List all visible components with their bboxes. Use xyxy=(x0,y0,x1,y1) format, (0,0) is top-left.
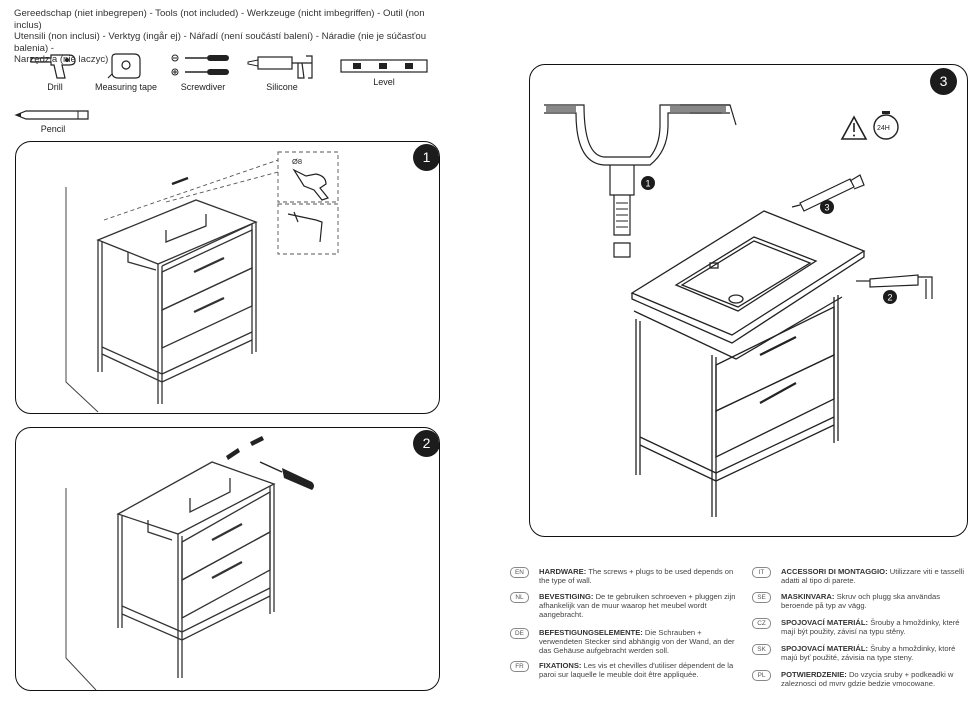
silicone-gun-icon xyxy=(247,55,313,79)
pencil-icon xyxy=(14,110,89,120)
timer-label: 24H xyxy=(877,125,890,132)
language-code-badge: PL xyxy=(752,670,771,681)
hardware-note-title: SPOJOVACÍ MATERIÁL: xyxy=(781,618,869,627)
step-2-illustration xyxy=(65,436,314,690)
hardware-note-text: Šrouby a hmoždinky, které mají být použi… xyxy=(781,618,960,637)
tool-label: Screwdiver xyxy=(180,82,226,92)
step-3-panel: 3 1 24H xyxy=(529,64,968,537)
hardware-note-title: SPOJOVACÍ MATERIÁL: xyxy=(781,644,869,653)
language-code-badge: SE xyxy=(752,592,771,603)
hardware-note-title: FIXATIONS: xyxy=(539,661,582,670)
tool-pencil: Pencil xyxy=(12,108,94,134)
language-code-badge: DE xyxy=(510,628,529,639)
step-number-badge: 2 xyxy=(413,430,439,457)
tools-header-line: Utensili (non inclusi) - Verktyg (ingår … xyxy=(14,31,427,54)
hardware-note: SK SPOJOVACÍ MATERIÁL: Šruby a hmoždinky… xyxy=(752,644,968,668)
tool-level: Level xyxy=(338,55,430,87)
hardware-note: IT ACCESSORI DI MONTAGGIO: Utilizzare vi… xyxy=(752,567,968,591)
step-1-panel: 1 xyxy=(15,141,440,414)
tool-drill: Drill xyxy=(26,50,84,92)
tools-header-line: Narzędzia (nie laczyc) xyxy=(14,54,109,66)
language-code-badge: NL xyxy=(510,592,529,603)
hardware-note-title: BEFESTIGUNGSELEMENTE: xyxy=(539,628,643,637)
hardware-note: PL POTWIERDZENIE: Do vzycia sruby + podk… xyxy=(752,670,968,694)
tool-label: Level xyxy=(373,77,395,87)
step-2-panel: 2 xyxy=(15,427,440,691)
language-code-badge: CZ xyxy=(752,618,771,629)
hardware-note: CZ SPOJOVACÍ MATERIÁL: Šrouby a hmoždink… xyxy=(752,618,968,642)
hardware-note-text: Skruv och plugg ska användas beroende på… xyxy=(781,592,940,611)
tool-silicone: Silicone xyxy=(246,50,318,92)
step-number-badge: 1 xyxy=(413,144,439,171)
tools-header-line: Gereedschap (niet inbegrepen) - Tools (n… xyxy=(14,8,425,31)
hardware-note: DE BEFESTIGUNGSELEMENTE: Die Schrauben +… xyxy=(510,628,740,658)
hardware-note-title: BEVESTIGING: xyxy=(539,592,594,601)
step-3-illustration: 1 24H xyxy=(544,104,933,517)
tool-label: Pencil xyxy=(40,124,66,134)
hardware-note-text: Utilizzare viti e tasselli adatti al tip… xyxy=(781,567,965,586)
screwdriver-icon xyxy=(171,54,229,76)
drill-size-label: Ø8 xyxy=(292,157,302,166)
hardware-note-text: Les vis et chevilles d'utiliser dépenden… xyxy=(539,661,734,680)
step-number-badge: 3 xyxy=(930,68,957,95)
language-code-badge: EN xyxy=(510,567,529,578)
callout-number: 2 xyxy=(888,293,893,303)
step-1-illustration: Ø8 xyxy=(65,151,339,413)
hardware-note-title: ACCESSORI DI MONTAGGIO: xyxy=(781,567,888,576)
callout-number: 3 xyxy=(825,203,830,213)
tool-label: Drill xyxy=(47,82,63,92)
hardware-note: SE MASKINVARA: Skruv och plugg ska använ… xyxy=(752,592,968,616)
language-code-badge: IT xyxy=(752,567,771,578)
drill-icon xyxy=(30,54,76,79)
hardware-note: EN HARDWARE: The screws + plugs to be us… xyxy=(510,567,740,591)
hardware-note: FR FIXATIONS: Les vis et chevilles d'uti… xyxy=(510,661,740,685)
tool-label: Measuring tape xyxy=(94,82,158,92)
hardware-note-title: HARDWARE: xyxy=(539,567,587,576)
hardware-note-text: Die Schrauben + verwendeten Stecker sind… xyxy=(539,628,735,656)
hardware-note-text: Do vzycia sruby + podkeadki w zaleznosci… xyxy=(781,670,954,689)
hardware-note-text: The screws + plugs to be used depends on… xyxy=(539,567,734,586)
tools-header: Gereedschap (niet inbegrepen) - Tools (n… xyxy=(14,8,454,66)
language-code-badge: SK xyxy=(752,644,771,655)
callout-number: 1 xyxy=(646,179,651,189)
tool-screwdriver: Screwdiver xyxy=(168,50,238,92)
hardware-note: NL BEVESTIGING: De te gebruiken schroeve… xyxy=(510,592,740,622)
level-icon xyxy=(340,59,428,73)
hardware-note-title: MASKINVARA: xyxy=(781,592,835,601)
hardware-note-title: POTWIERDZENIE: xyxy=(781,670,847,679)
hardware-note-text: De te gebruiken schroeven + pluggen zijn… xyxy=(539,592,736,620)
tool-measuring-tape: Measuring tape xyxy=(92,50,160,92)
tool-label: Silicone xyxy=(266,82,298,92)
language-code-badge: FR xyxy=(510,661,529,672)
hardware-note-text: Šruby a hmoždinky, ktoré majú byť použit… xyxy=(781,644,956,663)
measuring-tape-icon xyxy=(107,53,141,79)
